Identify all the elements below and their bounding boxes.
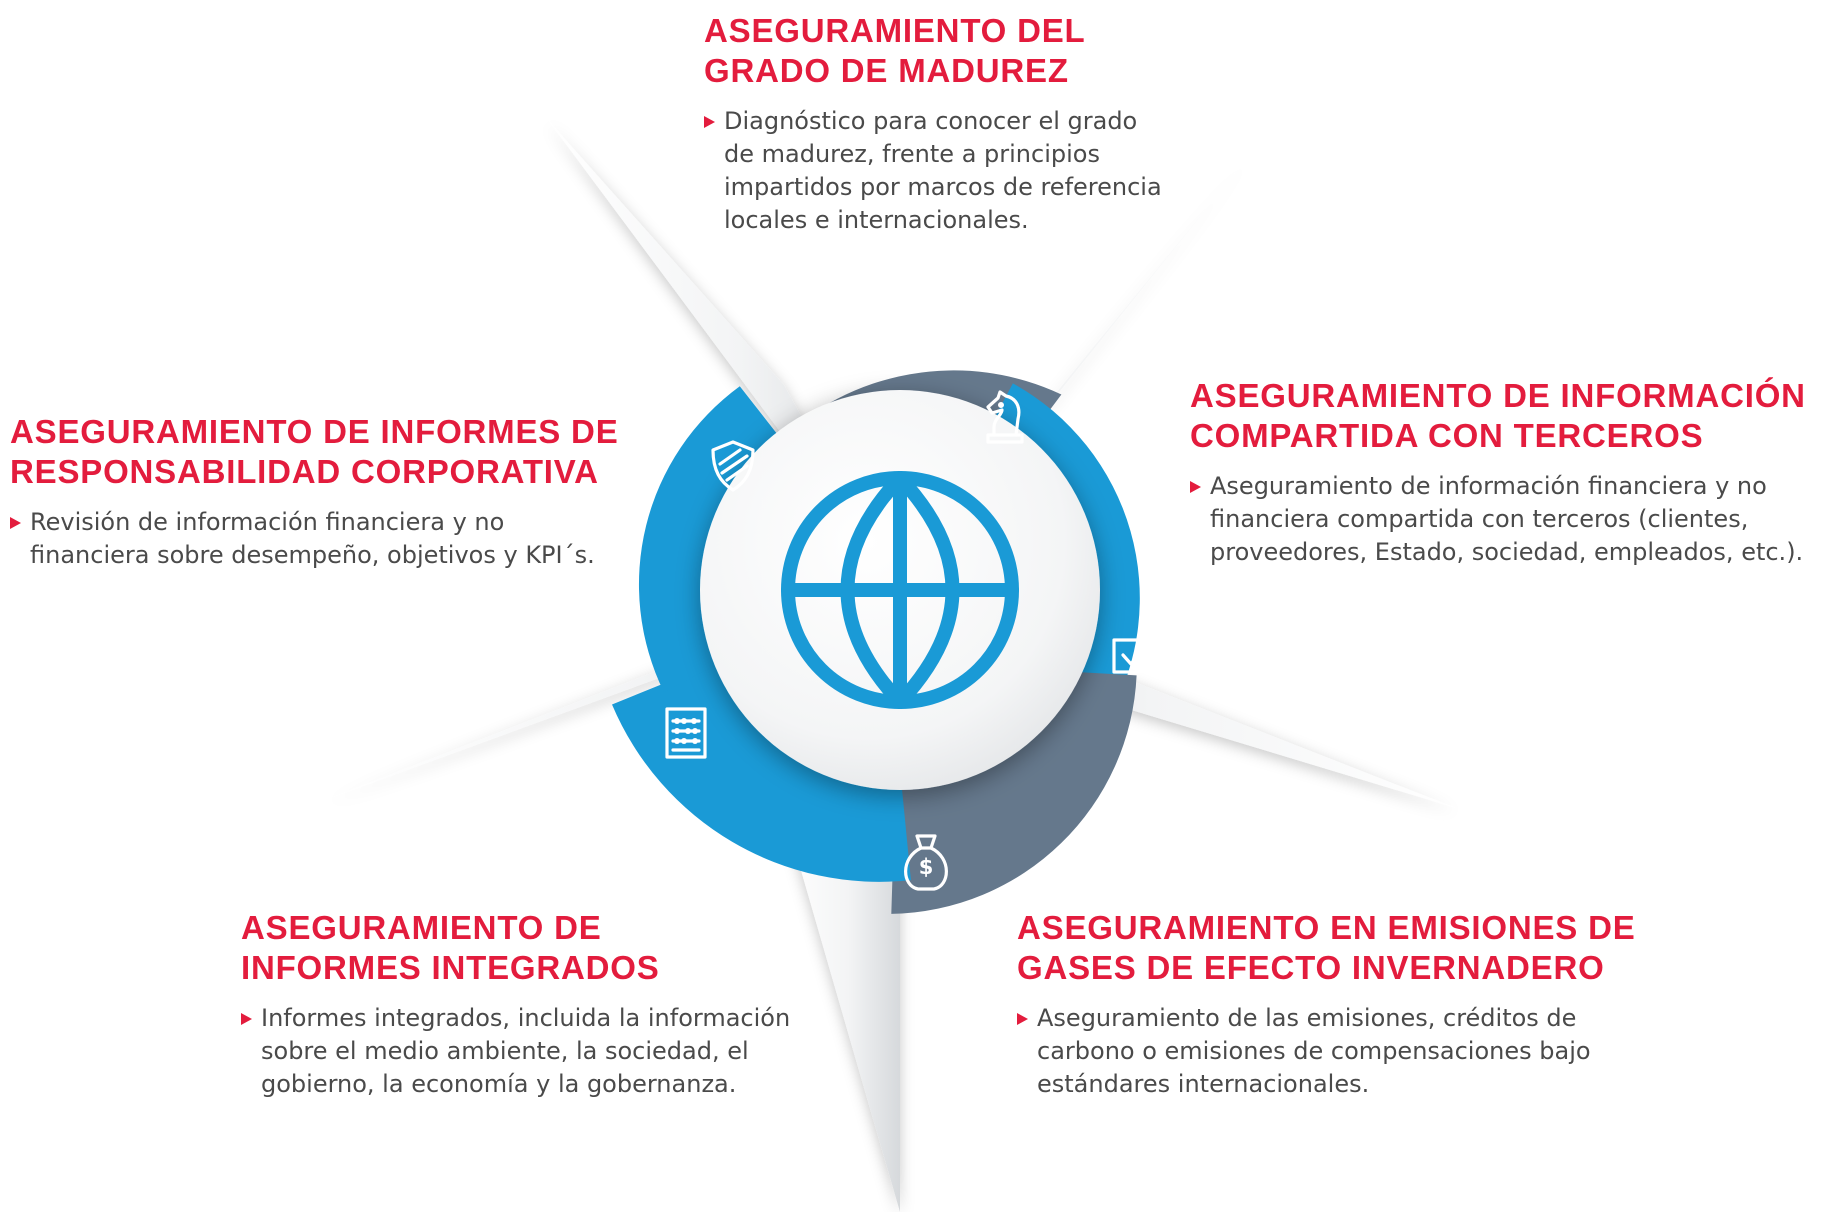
description-third-party: Aseguramiento de información financiera …	[1190, 470, 1806, 569]
shield-icon	[711, 440, 755, 492]
heading-line: COMPARTIDA CON TERCEROS	[1190, 417, 1704, 454]
heading-line: ASEGURAMIENTO DE	[241, 909, 602, 946]
service-block-third-party: ASEGURAMIENTO DE INFORMACIÓN COMPARTIDA …	[1190, 376, 1806, 569]
chess-knight-icon	[986, 390, 1024, 444]
bullet-triangle-icon	[1190, 481, 1201, 493]
service-block-maturity: ASEGURAMIENTO DEL GRADO DE MADUREZ Diagn…	[704, 11, 1162, 237]
description-line: de madurez, frente a principios	[724, 140, 1100, 168]
heading-line: ASEGURAMIENTO DEL	[704, 12, 1086, 49]
description-line: Diagnóstico para conocer el grado	[724, 107, 1138, 135]
heading-maturity: ASEGURAMIENTO DEL GRADO DE MADUREZ	[704, 11, 1162, 91]
bullet-triangle-icon	[1017, 1013, 1028, 1025]
description-ghg: Aseguramiento de las emisiones, créditos…	[1017, 1002, 1636, 1101]
heading-line: INFORMES INTEGRADOS	[241, 949, 660, 986]
service-block-integrated: ASEGURAMIENTO DE INFORMES INTEGRADOS Inf…	[241, 908, 790, 1101]
heading-csr: ASEGURAMIENTO DE INFORMES DE RESPONSABIL…	[10, 412, 619, 492]
description-maturity: Diagnóstico para conocer el grado de mad…	[704, 105, 1162, 237]
heading-line: RESPONSABILIDAD CORPORATIVA	[10, 453, 599, 490]
description-line: gobierno, la economía y la gobernanza.	[261, 1070, 737, 1098]
description-line: Aseguramiento de información financiera …	[1210, 472, 1767, 500]
heading-line: ASEGURAMIENTO DE INFORMACIÓN	[1190, 377, 1806, 414]
heading-line: ASEGURAMIENTO DE INFORMES DE	[10, 413, 619, 450]
description-line: Aseguramiento de las emisiones, créditos…	[1037, 1004, 1577, 1032]
description-line: carbono o emisiones de compensaciones ba…	[1037, 1037, 1591, 1065]
description-line: proveedores, Estado, sociedad, empleados…	[1210, 538, 1804, 566]
heading-ghg: ASEGURAMIENTO EN EMISIONES DE GASES DE E…	[1017, 908, 1636, 988]
description-line: financiera compartida con terceros (clie…	[1210, 505, 1749, 533]
description-line: financiera sobre desempeño, objetivos y …	[30, 541, 595, 569]
abacus-icon	[665, 707, 707, 759]
heading-line: GRADO DE MADUREZ	[704, 52, 1069, 89]
bullet-triangle-icon	[704, 116, 715, 128]
heading-third-party: ASEGURAMIENTO DE INFORMACIÓN COMPARTIDA …	[1190, 376, 1806, 456]
description-csr: Revisión de información financiera y no …	[10, 506, 619, 572]
description-line: sobre el medio ambiente, la sociedad, el	[261, 1037, 749, 1065]
checkbox-icon	[1112, 634, 1155, 674]
description-line: locales e internacionales.	[724, 206, 1029, 234]
svg-text:$: $	[919, 855, 934, 879]
description-integrated: Informes integrados, incluida la informa…	[241, 1002, 790, 1101]
description-line: estándares internacionales.	[1037, 1070, 1370, 1098]
description-line: Informes integrados, incluida la informa…	[261, 1004, 791, 1032]
heading-integrated: ASEGURAMIENTO DE INFORMES INTEGRADOS	[241, 908, 790, 988]
globe-icon	[781, 471, 1019, 709]
heading-line: ASEGURAMIENTO EN EMISIONES DE	[1017, 909, 1636, 946]
service-block-csr: ASEGURAMIENTO DE INFORMES DE RESPONSABIL…	[10, 412, 619, 572]
ring-segment-bottom-right	[891, 667, 1137, 914]
service-block-ghg: ASEGURAMIENTO EN EMISIONES DE GASES DE E…	[1017, 908, 1636, 1101]
bullet-triangle-icon	[10, 517, 21, 529]
description-line: impartidos por marcos de referencia	[724, 173, 1162, 201]
ring-segment-bottom-left	[612, 655, 911, 882]
money-bag-icon: $	[904, 834, 948, 891]
bullet-triangle-icon	[241, 1013, 252, 1025]
heading-line: GASES DE EFECTO INVERNADERO	[1017, 949, 1605, 986]
description-line: Revisión de información financiera y no	[30, 508, 505, 536]
